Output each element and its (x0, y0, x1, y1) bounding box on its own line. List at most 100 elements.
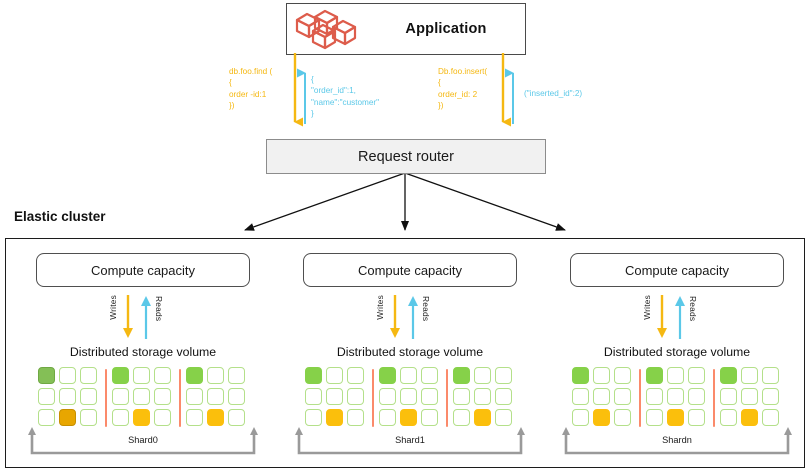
request-router-box: Request router (266, 139, 546, 174)
reads-arrow-icon (408, 296, 418, 339)
storage-cell (59, 388, 76, 405)
storage-grid (38, 367, 250, 431)
storage-cell (741, 409, 758, 426)
storage-cell (720, 388, 737, 405)
storage-cell (112, 367, 129, 384)
storage-cell (720, 409, 737, 426)
storage-cell (646, 409, 663, 426)
storage-cell (593, 388, 610, 405)
storage-cell (474, 409, 491, 426)
storage-cell (80, 367, 97, 384)
storage-cell (688, 388, 705, 405)
storage-group-divider (639, 369, 641, 427)
storage-cell (572, 388, 589, 405)
storage-cell (495, 367, 512, 384)
query-insert-response: ("inserted_id":2) (524, 89, 583, 98)
storage-cell (112, 388, 129, 405)
storage-cell (379, 367, 396, 384)
shard-bracket (562, 427, 792, 455)
storage-group (572, 367, 634, 429)
storage-cell (614, 367, 631, 384)
storage-group (379, 367, 441, 429)
storage-cell (614, 409, 631, 426)
storage-cell (305, 388, 322, 405)
elastic-cluster-box: Compute capacity Writes Reads Distribute… (5, 238, 805, 468)
compute-capacity-box: Compute capacity (36, 253, 250, 287)
storage-cell (379, 409, 396, 426)
reads-label: Reads (421, 296, 431, 322)
compute-capacity-label: Compute capacity (357, 262, 463, 278)
storage-cell (154, 388, 171, 405)
storage-cell (474, 388, 491, 405)
writes-arrow-icon (123, 295, 133, 338)
storage-cell (421, 367, 438, 384)
storage-cell (667, 388, 684, 405)
storage-cell (305, 409, 322, 426)
storage-cell (572, 367, 589, 384)
storage-cell (688, 409, 705, 426)
storage-cell (80, 388, 97, 405)
shard-name-label: Shardn (662, 435, 692, 445)
storage-group-divider (446, 369, 448, 427)
writes-label: Writes (642, 295, 652, 320)
storage-cell (112, 409, 129, 426)
elastic-cluster-label: Elastic cluster (14, 209, 106, 224)
storage-cell (186, 388, 203, 405)
storage-cell (38, 409, 55, 426)
storage-group (720, 367, 782, 429)
storage-cell (572, 409, 589, 426)
reads-label: Reads (154, 296, 164, 322)
compute-capacity-label: Compute capacity (90, 262, 196, 278)
storage-cell (228, 388, 245, 405)
compute-capacity-box: Compute capacity (303, 253, 517, 287)
storage-group-divider (713, 369, 715, 427)
storage-cell (453, 409, 470, 426)
storage-cell (207, 388, 224, 405)
request-router-label: Request router (358, 148, 454, 165)
compute-capacity-label: Compute capacity (624, 262, 730, 278)
storage-cell (379, 388, 396, 405)
storage-cell (133, 388, 150, 405)
storage-group (112, 367, 174, 429)
storage-cell (667, 367, 684, 384)
storage-cell (495, 409, 512, 426)
storage-cell (133, 367, 150, 384)
storage-grid (305, 367, 517, 431)
storage-cell (228, 409, 245, 426)
compute-capacity-box: Compute capacity (570, 253, 784, 287)
storage-cell (347, 388, 364, 405)
storage-cell (80, 409, 97, 426)
storage-cell (186, 367, 203, 384)
reads-label: Reads (688, 296, 698, 322)
storage-cell (186, 409, 203, 426)
storage-cell (400, 409, 417, 426)
storage-group (38, 367, 100, 429)
application-title: Application (405, 21, 487, 37)
storage-cell (646, 367, 663, 384)
storage-cell (59, 409, 76, 426)
query-insert-request: Db.foo.insert( { order_id: 2 }) (438, 67, 488, 111)
shard-name-label: Shard1 (395, 435, 425, 445)
shard-bracket (295, 427, 525, 455)
storage-cell (421, 388, 438, 405)
writes-label: Writes (375, 295, 385, 320)
storage-cell (207, 409, 224, 426)
storage-cell (400, 367, 417, 384)
storage-cell (326, 367, 343, 384)
storage-cell (305, 367, 322, 384)
storage-cell (453, 388, 470, 405)
storage-cell (154, 367, 171, 384)
storage-cell (614, 388, 631, 405)
storage-cell (762, 388, 779, 405)
storage-grid (572, 367, 784, 431)
storage-group (186, 367, 248, 429)
storage-cell (593, 409, 610, 426)
writes-arrow-icon (657, 295, 667, 338)
storage-cell (228, 367, 245, 384)
cubes-cluster-icon (295, 9, 357, 50)
storage-volume-label: Distributed storage volume (336, 345, 484, 359)
shard-bracket (28, 427, 258, 455)
storage-volume-label: Distributed storage volume (69, 345, 217, 359)
reads-arrow-icon (675, 296, 685, 339)
